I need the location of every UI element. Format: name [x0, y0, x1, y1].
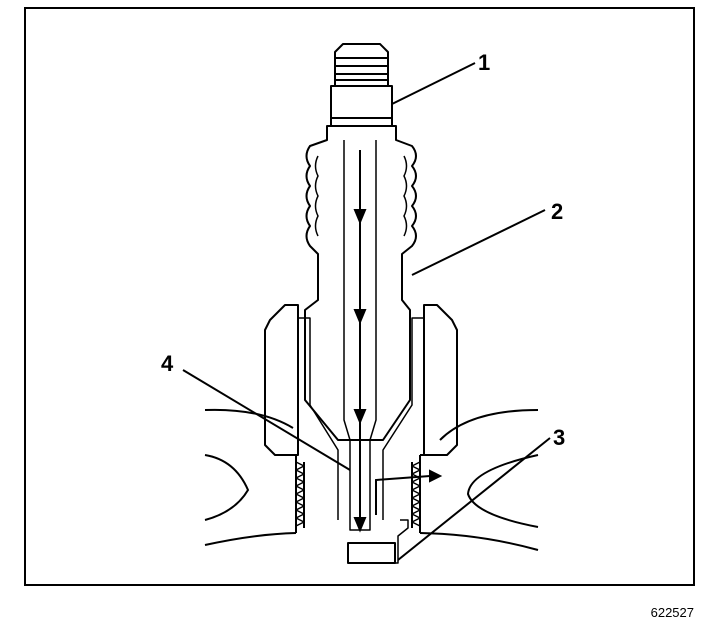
heat-flow-arrows [353, 150, 443, 533]
leader-line-1 [391, 62, 476, 105]
figure-id: 622527 [650, 605, 694, 620]
leader-lines [182, 62, 551, 561]
callout-label-1: 1 [478, 50, 490, 75]
callout-label-4: 4 [161, 351, 174, 376]
leader-line-2 [411, 209, 546, 276]
leader-line-4 [182, 369, 351, 471]
spark-plug [264, 43, 458, 564]
leader-line-3 [397, 437, 551, 561]
shell-hex [264, 304, 299, 456]
shell-threads-left [295, 461, 305, 527]
insulator-body [304, 125, 417, 441]
shell-threads-right [411, 461, 421, 527]
callout-label-2: 2 [551, 199, 563, 224]
callout-label-3: 3 [553, 425, 565, 450]
